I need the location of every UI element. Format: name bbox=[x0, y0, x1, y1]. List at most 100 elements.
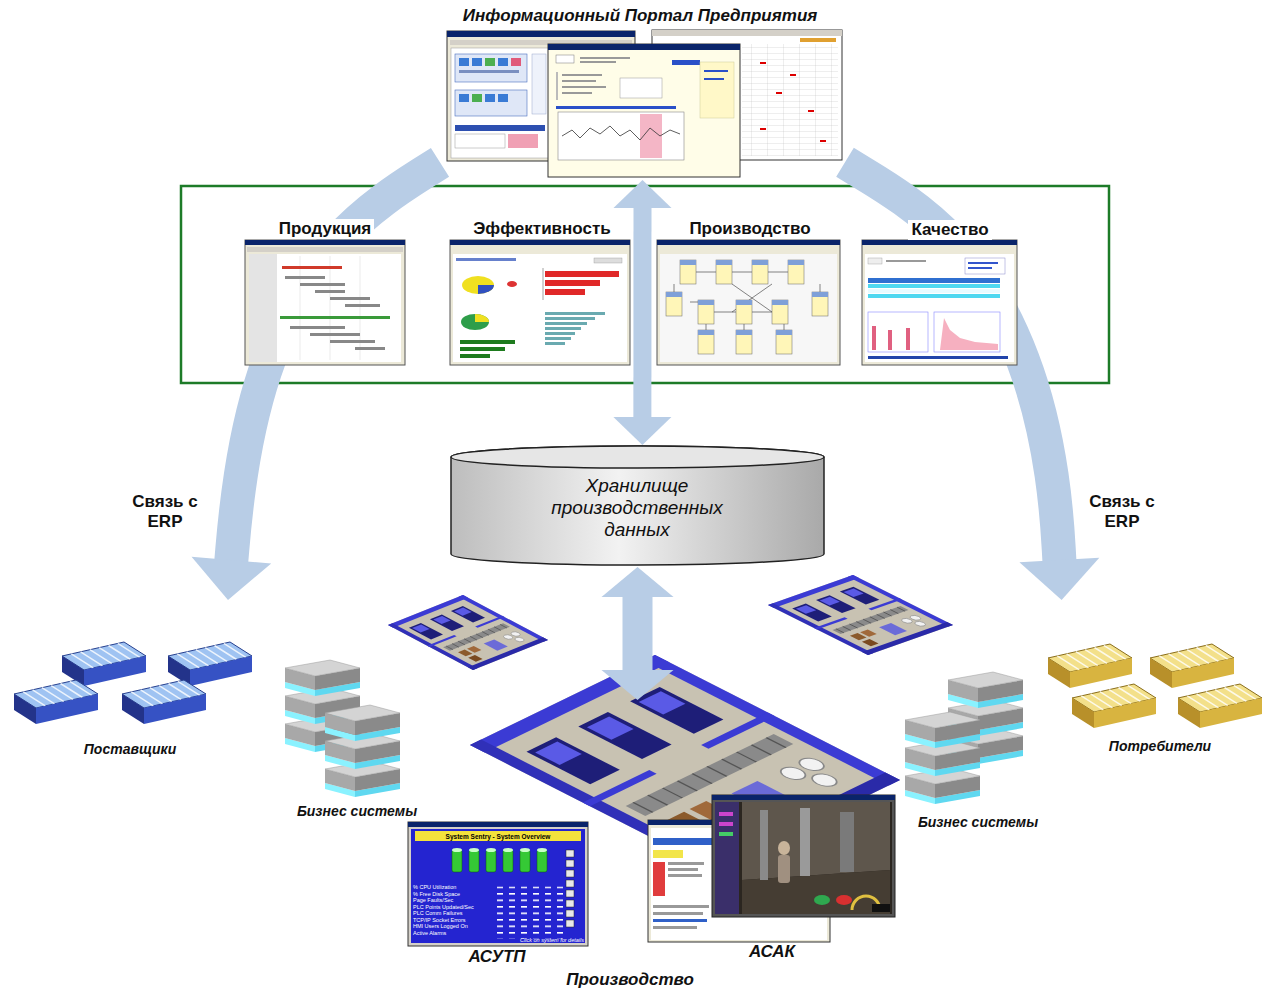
screen-text-box: Click on system for details bbox=[520, 937, 584, 943]
portal-screenshot bbox=[532, 54, 546, 114]
report-screenshot bbox=[460, 354, 490, 358]
portal-screenshot bbox=[820, 140, 826, 142]
lab-screenshot bbox=[836, 895, 852, 905]
report-screenshot bbox=[300, 283, 345, 286]
screen-text-box: HMI Users Logged On bbox=[413, 923, 468, 929]
scada-screenshot bbox=[537, 850, 547, 872]
lab-screenshot bbox=[760, 810, 768, 880]
supplier-buildings bbox=[62, 642, 146, 686]
screen-text-box: Active Alarms bbox=[413, 930, 446, 936]
report-screenshot bbox=[862, 240, 1017, 365]
report-screenshot bbox=[300, 256, 360, 360]
edge-label-box: Связь с ERP bbox=[125, 492, 205, 533]
node-label: АСУТП bbox=[468, 947, 525, 967]
report-screenshot bbox=[772, 300, 788, 324]
portal-screenshot bbox=[472, 94, 482, 102]
portal-screenshot bbox=[760, 128, 766, 130]
arrow-shaft bbox=[623, 595, 653, 672]
portal-screenshot bbox=[808, 110, 814, 112]
report-screenshot bbox=[545, 312, 605, 315]
screen-text-box: % CPU Utilization bbox=[413, 884, 456, 890]
portal-screenshot bbox=[472, 58, 482, 66]
scada-screenshot bbox=[566, 900, 574, 907]
scada-screenshot bbox=[566, 910, 574, 917]
scada-screenshot bbox=[503, 850, 513, 872]
portal-screenshot bbox=[556, 106, 676, 109]
report-screenshot bbox=[543, 268, 544, 300]
report-screenshot bbox=[478, 285, 494, 294]
report-screenshot bbox=[330, 297, 370, 300]
report-screenshot bbox=[460, 340, 515, 344]
customer-buildings bbox=[1072, 684, 1156, 728]
portal-screenshot bbox=[580, 61, 616, 63]
report-screenshot bbox=[461, 314, 489, 330]
scada-screenshot bbox=[486, 850, 496, 872]
scada-screenshot bbox=[566, 870, 574, 877]
lab-screenshot bbox=[653, 926, 697, 929]
portal-screenshot bbox=[790, 74, 796, 76]
server-icons bbox=[325, 705, 400, 797]
scada-screenshot bbox=[415, 831, 581, 841]
portal-screenshot bbox=[455, 125, 545, 131]
portal-screenshot bbox=[485, 58, 495, 66]
portal-screenshot bbox=[760, 62, 766, 64]
business-systems: Бизнес системы bbox=[278, 655, 434, 823]
portal-screenshot bbox=[498, 94, 508, 102]
lab-screenshot bbox=[872, 904, 890, 912]
portal-screenshot bbox=[498, 58, 508, 66]
portal-screenshot bbox=[700, 62, 734, 118]
screen-text-box: % Free Disk Space bbox=[413, 891, 460, 897]
lab-screenshot bbox=[653, 912, 703, 915]
portal-screenshot bbox=[652, 30, 842, 36]
lab-screenshot bbox=[653, 850, 683, 858]
factory-hall bbox=[768, 575, 953, 655]
flow-arrow bbox=[602, 567, 674, 700]
report-screenshot bbox=[657, 240, 840, 365]
arrow-head bbox=[602, 567, 674, 597]
factory-hall bbox=[388, 595, 548, 670]
lab-screenshot bbox=[715, 802, 892, 914]
report-screenshot bbox=[245, 240, 405, 245]
report-screenshot bbox=[450, 240, 630, 365]
arrow-shaft bbox=[633, 206, 651, 419]
portal-screenshot bbox=[455, 134, 505, 148]
lab-screenshot bbox=[712, 795, 895, 917]
arrow-head bbox=[602, 670, 674, 700]
lab-screenshot bbox=[719, 832, 733, 836]
report-screenshot bbox=[776, 330, 792, 354]
scada-screenshot bbox=[408, 822, 588, 946]
report-panel: Продукция bbox=[243, 216, 407, 366]
portal-screenshot bbox=[580, 57, 630, 59]
report-panel: Производство bbox=[655, 216, 842, 366]
scada-screenshot bbox=[452, 850, 462, 872]
report-screenshot bbox=[812, 292, 828, 316]
scada-screenshot bbox=[566, 880, 574, 887]
report-screenshot bbox=[310, 333, 360, 336]
report-screenshot bbox=[450, 240, 630, 245]
report-screenshot bbox=[290, 326, 345, 329]
report-screenshot bbox=[660, 254, 837, 362]
report-screenshot bbox=[475, 314, 489, 322]
portal-screenshot bbox=[800, 38, 836, 42]
report-screenshot bbox=[545, 342, 565, 345]
lab-screenshot bbox=[778, 855, 790, 883]
node-label: Качество bbox=[908, 220, 991, 240]
scada-screenshot bbox=[537, 848, 547, 852]
screen-text: Click on system for details bbox=[520, 937, 584, 943]
arrow-head bbox=[1019, 558, 1099, 600]
flow-arrow bbox=[845, 162, 1099, 600]
report-screenshot bbox=[868, 258, 882, 264]
report-screenshot bbox=[507, 281, 517, 287]
report-screenshot bbox=[545, 337, 571, 340]
report-screenshot bbox=[245, 240, 405, 365]
lab-screenshot bbox=[668, 868, 698, 871]
lab-screenshot bbox=[719, 812, 733, 816]
portal-screenshot bbox=[776, 92, 782, 94]
screen-text: TCP/IP Socket Errors bbox=[413, 917, 465, 923]
portal-panel: Информационный Портал Предприятия bbox=[440, 3, 845, 180]
node-label: Бизнес системы bbox=[297, 803, 417, 820]
node-label: Хранилище производственных данных bbox=[537, 475, 737, 541]
report-screenshot bbox=[545, 280, 600, 286]
report-screenshot bbox=[862, 240, 1017, 245]
report-screenshot bbox=[453, 254, 627, 362]
